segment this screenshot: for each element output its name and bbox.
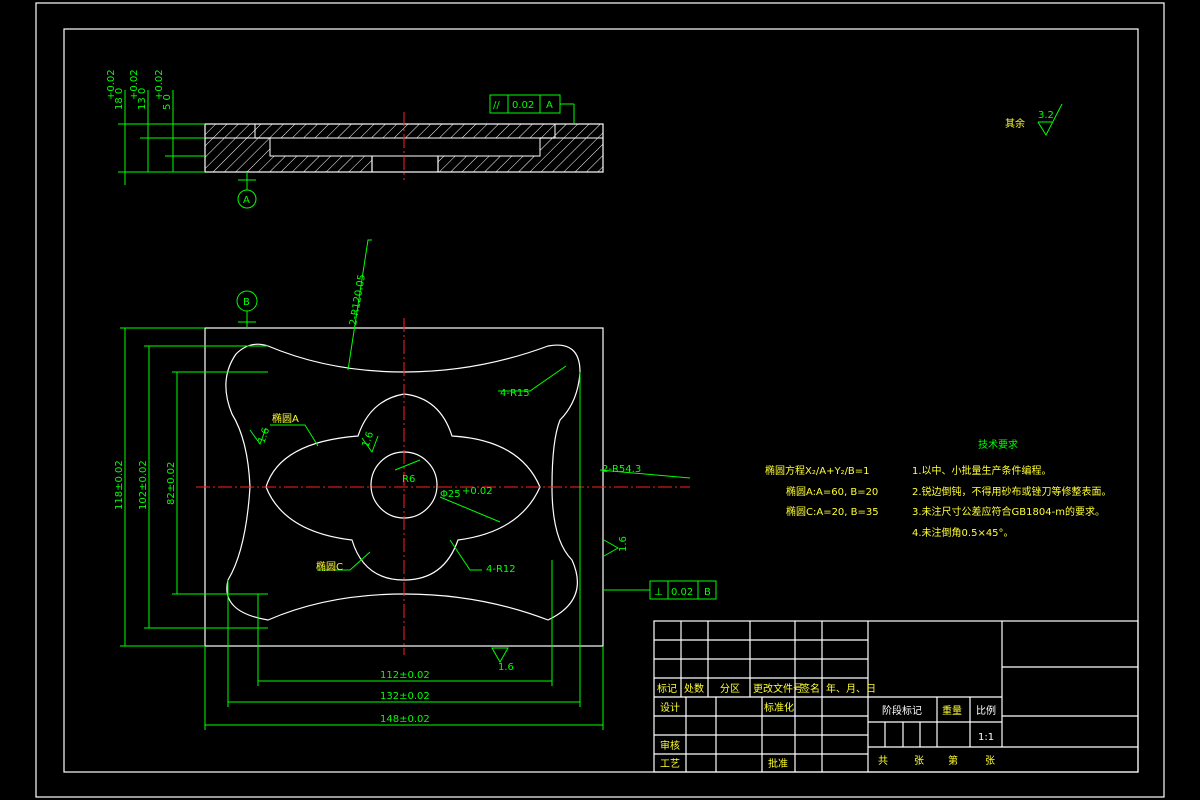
tech-title: 技术要求 <box>978 438 1018 451</box>
tb-design: 设计 <box>660 701 680 714</box>
height-5: 5 0 <box>162 94 173 110</box>
flatness-symbol: ⊥ <box>654 587 663 598</box>
outer-frame <box>35 2 1165 798</box>
dim-v-118: 118±0.02 <box>114 460 125 510</box>
inner-cavity <box>265 393 541 581</box>
roughness-other-value: 3.2 <box>1038 110 1054 121</box>
roughness-inner: 1.6 <box>360 430 376 449</box>
flatness-value: 0.02 <box>671 587 693 598</box>
callout-r54: 2-R54.3 <box>602 464 641 475</box>
roughness-corner: 1.6 <box>256 426 272 445</box>
parallelism-value: 0.02 <box>512 100 534 111</box>
tech-item-4: 4.未注倒角0.5×45°。 <box>912 526 1014 539</box>
roughness-bottom: 1.6 <box>498 662 514 673</box>
tb-mark: 标记 <box>657 683 677 695</box>
tech-ellipse-a: 椭圆A:A=60, B=20 <box>786 485 878 498</box>
parallelism-datum: A <box>546 100 553 111</box>
tb-process: 工艺 <box>660 758 680 770</box>
tb-zone: 分区 <box>720 683 740 695</box>
roughness-other-symbol <box>1037 103 1063 137</box>
height-13: 13 0 <box>137 88 148 110</box>
dim-h-132: 132±0.02 <box>380 691 430 702</box>
callout-r12: 4-R12 <box>486 564 516 575</box>
callout-r6: R6 <box>402 474 415 485</box>
callout-dia25: Φ25 <box>440 489 461 500</box>
tb-standard: 标准化 <box>764 701 794 714</box>
tb-sign: 签名 <box>800 682 820 695</box>
tb-approve: 批准 <box>768 757 788 770</box>
tech-ellipse-c: 椭圆C:A=20, B=35 <box>786 505 879 518</box>
tb-total: 共 <box>878 755 888 767</box>
tb-sheet1: 张 <box>914 755 924 767</box>
tech-item-3: 3.未注尺寸公差应符合GB1804-m的要求。 <box>912 505 1105 518</box>
dim-v-82: 82±0.02 <box>166 462 177 505</box>
tb-weight: 重量 <box>942 704 962 717</box>
datum-b-label: B <box>243 297 250 308</box>
roughness-other-label: 其余 <box>1005 117 1025 130</box>
callout-ellipse-a: 椭圆A <box>272 412 299 425</box>
tb-no: 第 <box>948 754 958 767</box>
callout-r120: 2-R120.05 <box>348 273 368 326</box>
outer-cavity <box>225 343 581 621</box>
tb-scale-value: 1:1 <box>978 732 994 743</box>
parallelism-frame <box>489 94 575 124</box>
tb-count: 处数 <box>684 682 704 695</box>
plan-view <box>120 239 717 730</box>
callout-dia25-tol: +0.02 <box>462 486 493 497</box>
tb-review: 审核 <box>660 739 680 752</box>
inner-frame <box>63 28 1139 773</box>
flatness-datum: B <box>704 587 711 598</box>
callout-ellipse-c: 椭圆C <box>316 560 343 573</box>
datum-a-symbol <box>237 172 257 209</box>
dim-v-102: 102±0.02 <box>138 460 149 510</box>
roughness-side: 1.6 <box>618 536 629 552</box>
title-block <box>653 620 1139 773</box>
dim-h-112: 112±0.02 <box>380 670 430 681</box>
tech-item-1: 1.以中、小批量生产条件编程。 <box>912 464 1052 477</box>
tb-change: 更改文件号 <box>753 682 803 695</box>
height-13-tol: +0.02 <box>129 69 140 100</box>
tb-sheet2: 张 <box>985 755 995 767</box>
datum-a-label: A <box>243 195 250 206</box>
section-view <box>118 90 604 185</box>
tb-scale: 比例 <box>976 704 996 717</box>
height-18: 18 0 <box>114 88 125 110</box>
dim-h-148: 148±0.02 <box>380 714 430 725</box>
height-5-tol: +0.02 <box>154 69 165 100</box>
tech-ellipse-eq: 椭圆方程X₂/A+Y₂/B=1 <box>765 464 870 477</box>
height-18-tol: +0.02 <box>106 69 117 100</box>
tb-stage: 阶段标记 <box>882 704 922 717</box>
parallelism-symbol: // <box>493 100 500 111</box>
tech-item-2: 2.锐边倒钝，不得用砂布或锉刀等修整表面。 <box>912 485 1112 498</box>
callout-r15: 4-R15 <box>500 388 530 399</box>
tb-date: 年、月、日 <box>826 682 876 695</box>
